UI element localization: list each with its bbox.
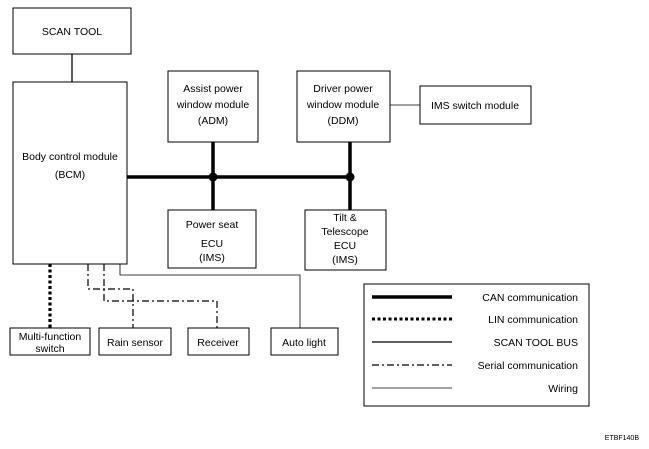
multi-function-label-line2: switch (35, 343, 64, 355)
ims-switch-label: IMS switch module (431, 100, 519, 112)
ddm-abbrev: (DDM) (328, 115, 359, 127)
legend: CAN communication LIN communication SCAN… (363, 283, 590, 407)
auto-light-label: Auto light (282, 337, 326, 349)
tilt-telescope-ecu: ECU (334, 240, 356, 252)
tilt-telescope-line1: Tilt & (333, 212, 357, 224)
adm-label-line2: window module (176, 99, 250, 111)
can-junction-ddm (345, 172, 355, 182)
power-seat-ecu: ECU (201, 238, 223, 250)
serial-line-rain-sensor (87, 264, 134, 328)
tilt-telescope-ims: (IMS) (332, 254, 358, 266)
tilt-telescope-line2: Telescope (321, 226, 368, 238)
bcm-abbrev: (BCM) (55, 169, 85, 181)
figure-code: ETBF140B (605, 435, 640, 442)
ddm-label-line2: window module (306, 99, 380, 111)
tilt-telescope-box: Tilt & Telescope ECU (IMS) (304, 209, 387, 271)
power-seat-ims: (IMS) (199, 252, 225, 264)
bcm-box: Body control module (BCM) (12, 81, 128, 265)
legend-label-lin: LIN communication (488, 314, 578, 326)
wiring-line-auto-light (119, 264, 301, 328)
bcm-label: Body control module (22, 151, 118, 163)
auto-light-box: Auto light (270, 327, 339, 356)
legend-label-scan-tool-bus: SCAN TOOL BUS (494, 337, 578, 349)
rain-sensor-label: Rain sensor (107, 337, 164, 349)
power-seat-label: Power seat (186, 219, 239, 231)
legend-label-serial: Serial communication (478, 360, 579, 372)
scan-tool-box: SCAN TOOL (12, 7, 132, 55)
receiver-box: Receiver (187, 327, 250, 356)
adm-box: Assist power window module (ADM) (167, 70, 259, 143)
ddm-box: Driver power window module (DDM) (296, 70, 391, 143)
scan-tool-label: SCAN TOOL (42, 26, 102, 38)
ims-switch-box: IMS switch module (419, 85, 532, 125)
can-junction-adm (208, 172, 218, 182)
rain-sensor-box: Rain sensor (98, 327, 172, 356)
multi-function-label-line1: Multi-function (19, 331, 82, 343)
adm-label-line1: Assist power (183, 83, 243, 95)
receiver-label: Receiver (197, 337, 239, 349)
legend-label-wiring: Wiring (548, 383, 578, 395)
serial-line-receiver (103, 264, 218, 328)
ddm-label-line1: Driver power (313, 83, 373, 95)
adm-abbrev: (ADM) (198, 115, 228, 127)
power-seat-box: Power seat ECU (IMS) (167, 209, 257, 269)
legend-label-can: CAN communication (482, 292, 578, 304)
multi-function-switch-box: Multi-function switch (9, 327, 91, 356)
